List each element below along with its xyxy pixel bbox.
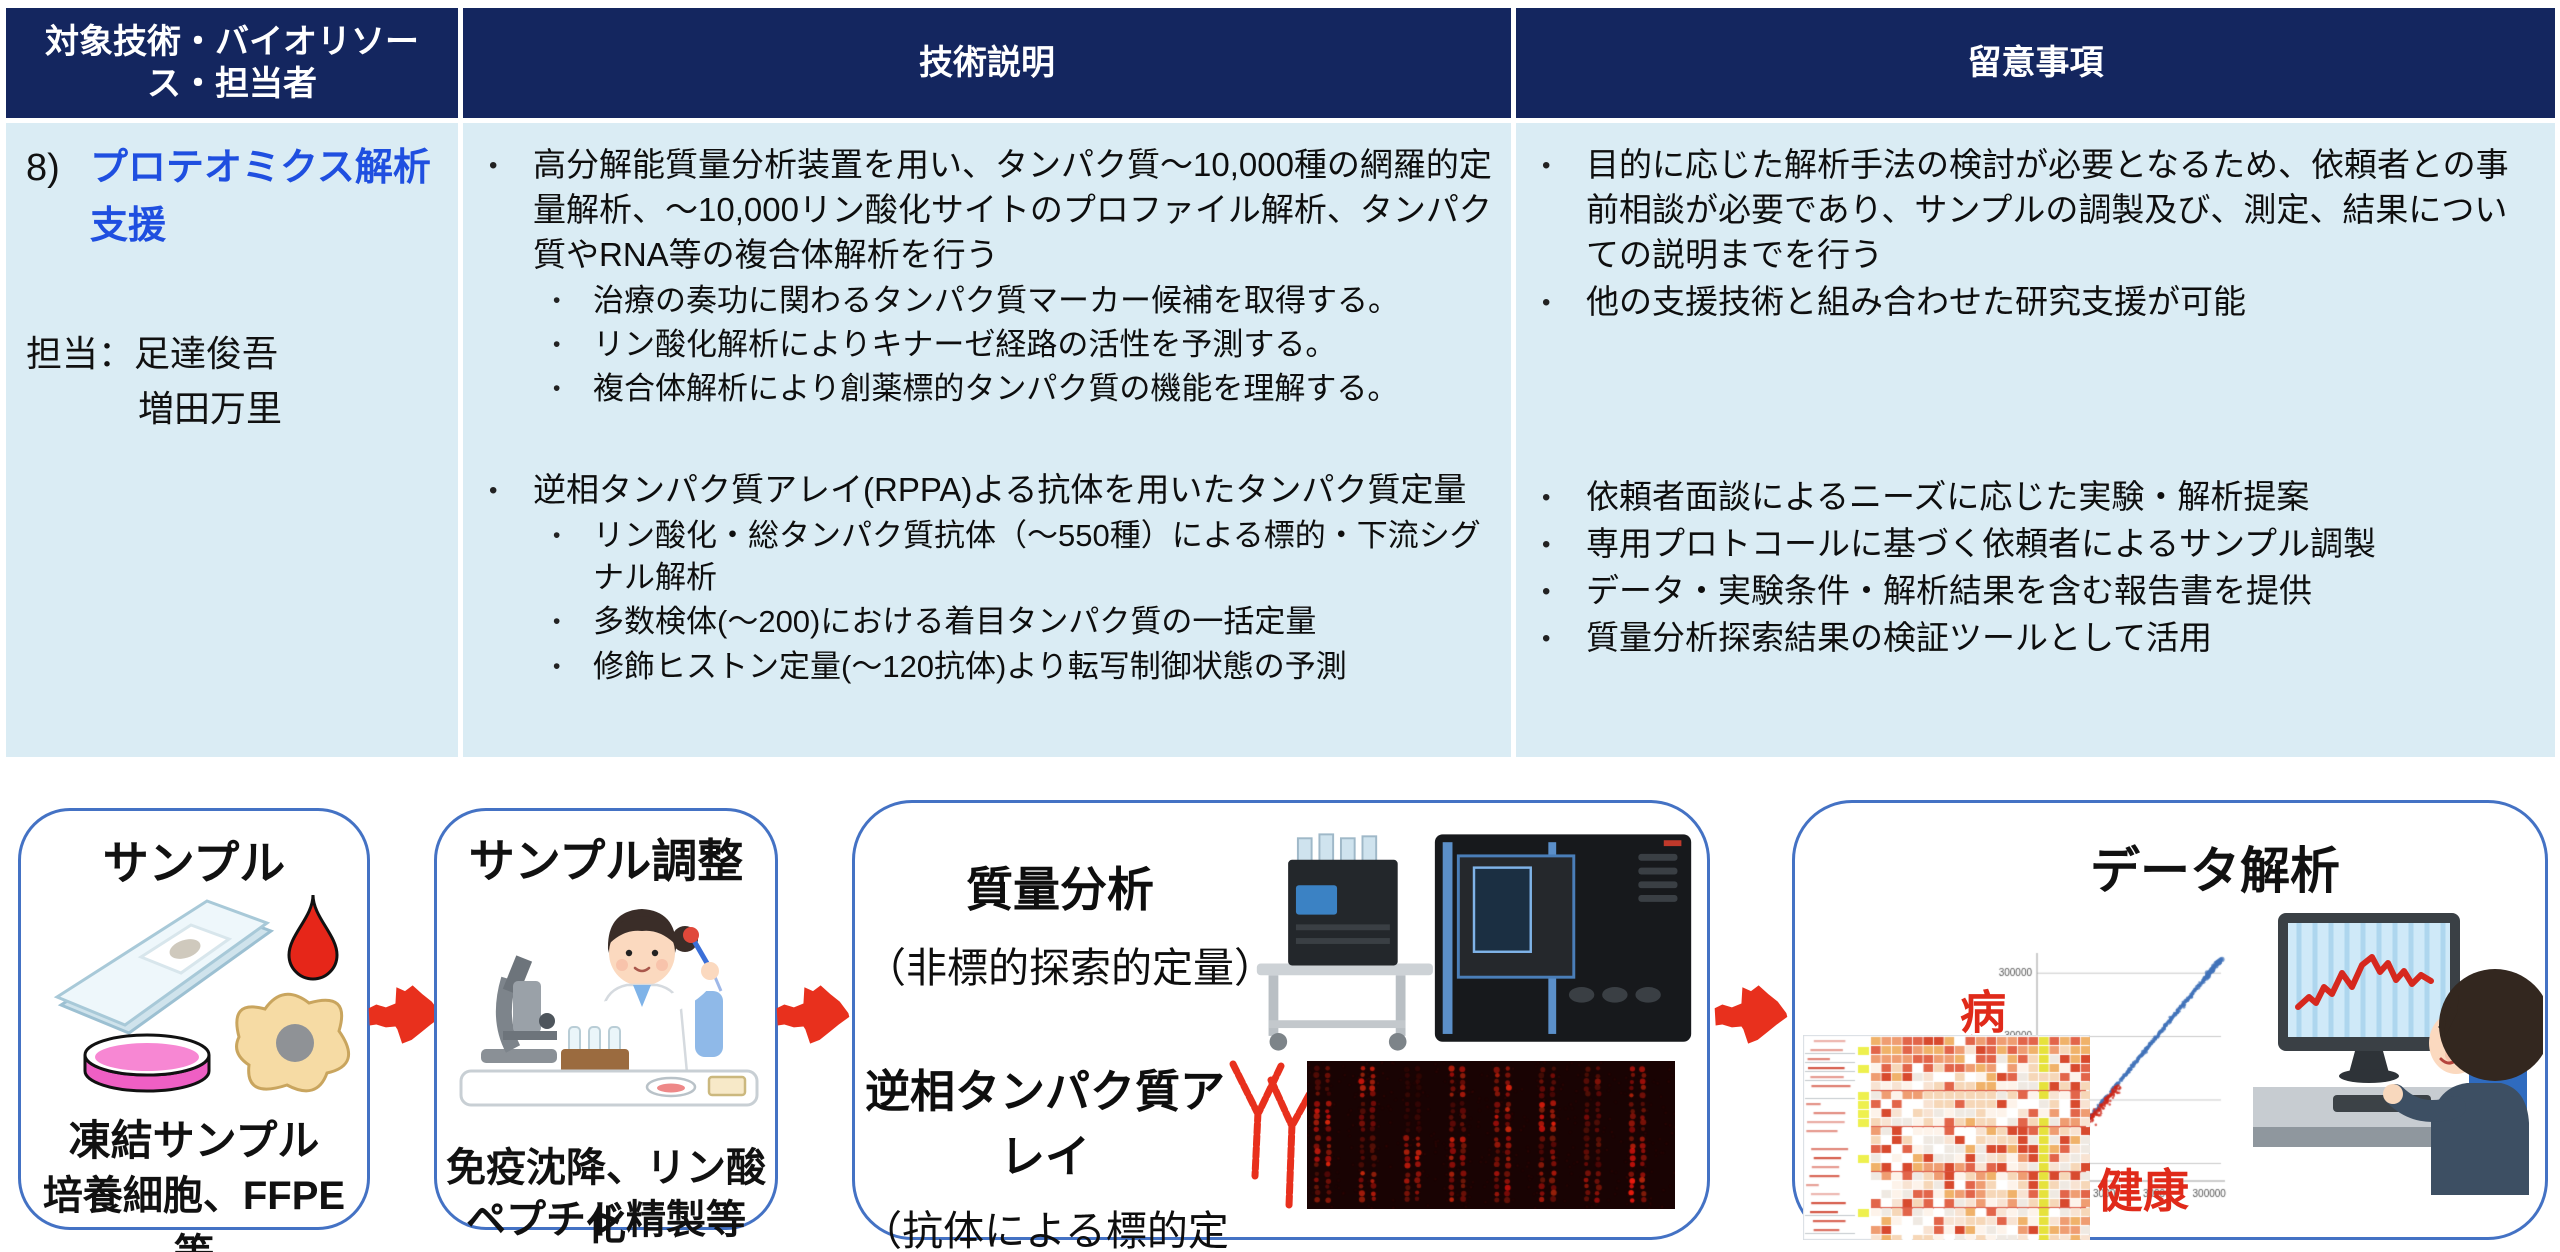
desc-sub-4: •リン酸化・総タンパク質抗体（～550種）による標的・下流シグナル解析 [547,515,1493,599]
bullet-icon: • [553,376,561,400]
desc-bullet-1: •高分解能質量分析装置を用い、タンパク質～10,000種の網羅的定量解析、～10… [483,143,1493,278]
monitor-icon [2278,913,2460,1083]
rppa-title-block: 逆相タンパク質アレイ （抗体による標的定量） [859,1055,1231,1252]
box1-title: サンプル [102,837,286,889]
chair [695,991,723,1057]
bullet-icon: • [553,610,561,634]
box1-caption1: 凍結サンプル [68,1117,320,1164]
note-bullet-6: •質量分析探索結果の検証ツールとして活用 [1536,616,2537,661]
bullet-icon: • [553,524,561,548]
desc-bullet-2: •逆相タンパク質アレイ(RPPA)よる抗体を用いたタンパク質定量 [483,468,1493,513]
ms-subtitle: （非標的探索的定量） [865,945,1275,991]
scientist-illustration [459,909,759,1107]
flow-box-measurement: 質量分析 （非標的探索的定量） [852,800,1710,1252]
heatmap-image [1803,1035,2090,1240]
cell-target: 8) プロテオミクス解析 支援 担当：足達俊吾 増田万里 [6,123,458,757]
small-dish-media [657,1083,685,1093]
person-at-computer-illustration [2253,913,2543,1195]
flow-box-sample-prep: サンプル調整 [434,808,778,1248]
test-tube-rack-icon [561,1026,629,1073]
ms-title-block: 質量分析 （非標的探索的定量） [865,851,1275,994]
support-table: 対象技術・バイオリソース・担当者 技術説明 留意事項 8) プロテオミクス解析 … [6,8,2555,757]
note-bullet-4: •専用プロトコールに基づく依頼者によるサンプル調製 [1536,522,2537,567]
box2-caption2: ペプチド精製等 [466,1198,746,1242]
col-header-description-label: 技術説明 [919,43,1055,82]
item-number: 8) [26,147,60,189]
rppa-subtitle: （抗体による標的定量） [861,1208,1229,1252]
box2-title: サンプル調整 [468,835,744,887]
scatter-x-label: 健康 [2097,1165,2189,1217]
box4-title: データ解析 [2090,843,2340,899]
desc-sub-2: •リン酸化解析によりキナーゼ経路の活性を予測する。 [547,324,1493,366]
bullet-icon: • [553,332,561,356]
bullet-icon: • [1542,152,1551,179]
slide-box-icon [707,1075,747,1097]
bullet-icon: • [1542,624,1551,652]
col-header-notes-label: 留意事項 [1967,43,2104,82]
cell-notes: •目的に応じた解析手法の検討が必要となるため、依頼者との事前相談が必要であり、サ… [1516,123,2555,757]
microscope-slide-icon [53,899,275,1035]
desc-sub-3: •複合体解析により創薬標的タンパク質の機能を理解する。 [547,368,1493,410]
staff-line1: 担当：足達俊吾 [26,333,279,375]
cell-description: •高分解能質量分析装置を用い、タンパク質～10,000種の網羅的定量解析、～10… [463,123,1511,757]
person [2383,969,2543,1195]
note-bullet-2: •他の支援技術と組み合わせた研究支援が可能 [1536,280,2537,325]
rppa-title: 逆相タンパク質アレイ [864,1066,1225,1182]
blood-drop-icon [287,894,339,981]
bullet-icon: • [1542,530,1551,558]
bullet-icon: • [489,152,498,179]
antibody-icon [1229,1060,1319,1210]
col-header-target: 対象技術・バイオリソース・担当者 [6,8,458,118]
sample-icons [53,894,350,1093]
col-header-notes: 留意事項 [1516,8,2555,118]
box2-caption1: 免疫沈降、リン酸化 [446,1146,766,1248]
staff-line2: 増田万里 [138,388,283,430]
flow-arrow-icon [368,985,442,1044]
flow-box-sample: サンプル 凍結サンプル 培養細胞、FFPE 等 [18,808,370,1252]
target-title-text: プロテオミクス解析 [90,147,431,189]
rppa-array-image [1307,1061,1675,1209]
bullet-icon: • [1542,577,1551,605]
desc-sub-6: •修飾ヒストン定量(～120抗体)より転写制御状態の予測 [547,646,1493,688]
bullet-icon: • [489,477,498,505]
box1-caption2: 培養細胞、FFPE 等 [42,1174,346,1252]
bullet-icon: • [1542,483,1551,511]
mass-spectrometer-illustration [1256,833,1692,1051]
note-bullet-3: •依頼者面談によるニーズに応じた実験・解析提案 [1536,475,2537,520]
bullet-icon: • [553,288,561,312]
bullet-icon: • [553,654,561,678]
desc-sub-1: •治療の奏功に関わるタンパク質マーカー候補を取得する。 [547,280,1493,322]
col-header-description: 技術説明 [463,8,1511,118]
flow-box-data-analysis: データ解析 病気 健康 [1792,800,2548,1240]
flow-arrow-icon [1714,985,1788,1044]
note-bullet-5: •データ・実験条件・解析結果を含む報告書を提供 [1536,569,2537,614]
bullet-icon: • [1542,288,1551,316]
cell-icon [235,992,350,1093]
desc-sub-5: •多数検体(～200)における着目タンパク質の一括定量 [547,601,1493,643]
ms-title: 質量分析 [966,863,1154,916]
microscope-icon [481,955,557,1063]
note-bullet-1: •目的に応じた解析手法の検討が必要となるため、依頼者との事前相談が必要であり、サ… [1536,143,2537,278]
petri-dish-icon [83,1033,211,1093]
col-header-target-label: 対象技術・バイオリソース・担当者 [45,22,419,104]
flow-arrow-icon [776,985,850,1044]
target-title-line2: 支援 [90,204,167,247]
target-title-line1: 8) プロテオミクス解析 [26,143,440,195]
